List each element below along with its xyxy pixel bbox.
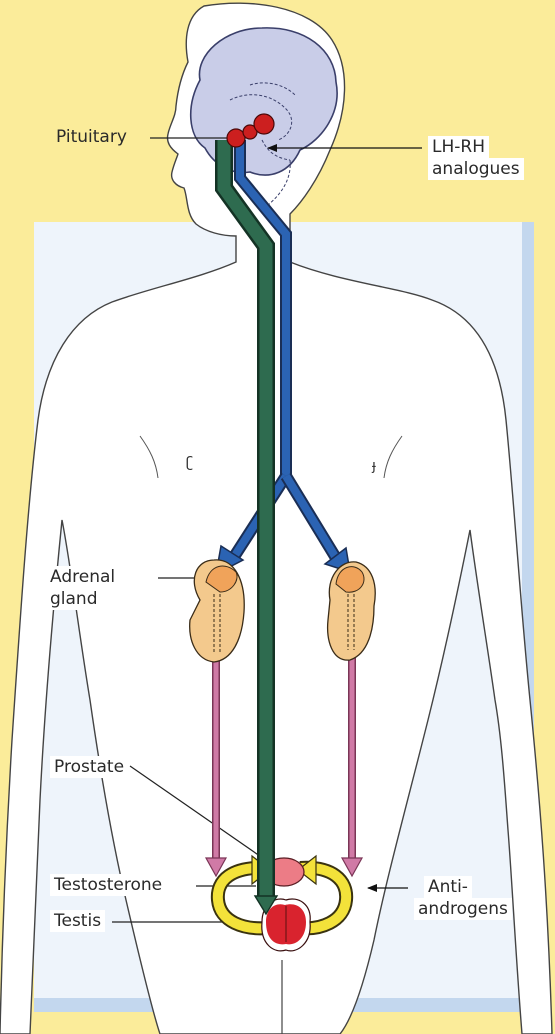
adrenal-label-line1: Adrenal [46,566,119,588]
pituitary-label: Pituitary [52,126,131,148]
lhrh-label-line2: analogues [428,158,524,180]
antiandrogens-label-line2: androgens [414,898,512,920]
lhrh-label-line1: LH-RH [428,136,489,158]
antiandrogens-label-line1: Anti- [424,876,472,898]
testis-label: Testis [50,910,105,932]
testosterone-label: Testosterone [50,874,166,896]
left-nipple: ʗ [186,455,193,471]
right-nipple: ɟ [371,458,376,474]
prostate-label: Prostate [50,756,128,778]
adrenal-label-line2: gland [46,588,102,610]
